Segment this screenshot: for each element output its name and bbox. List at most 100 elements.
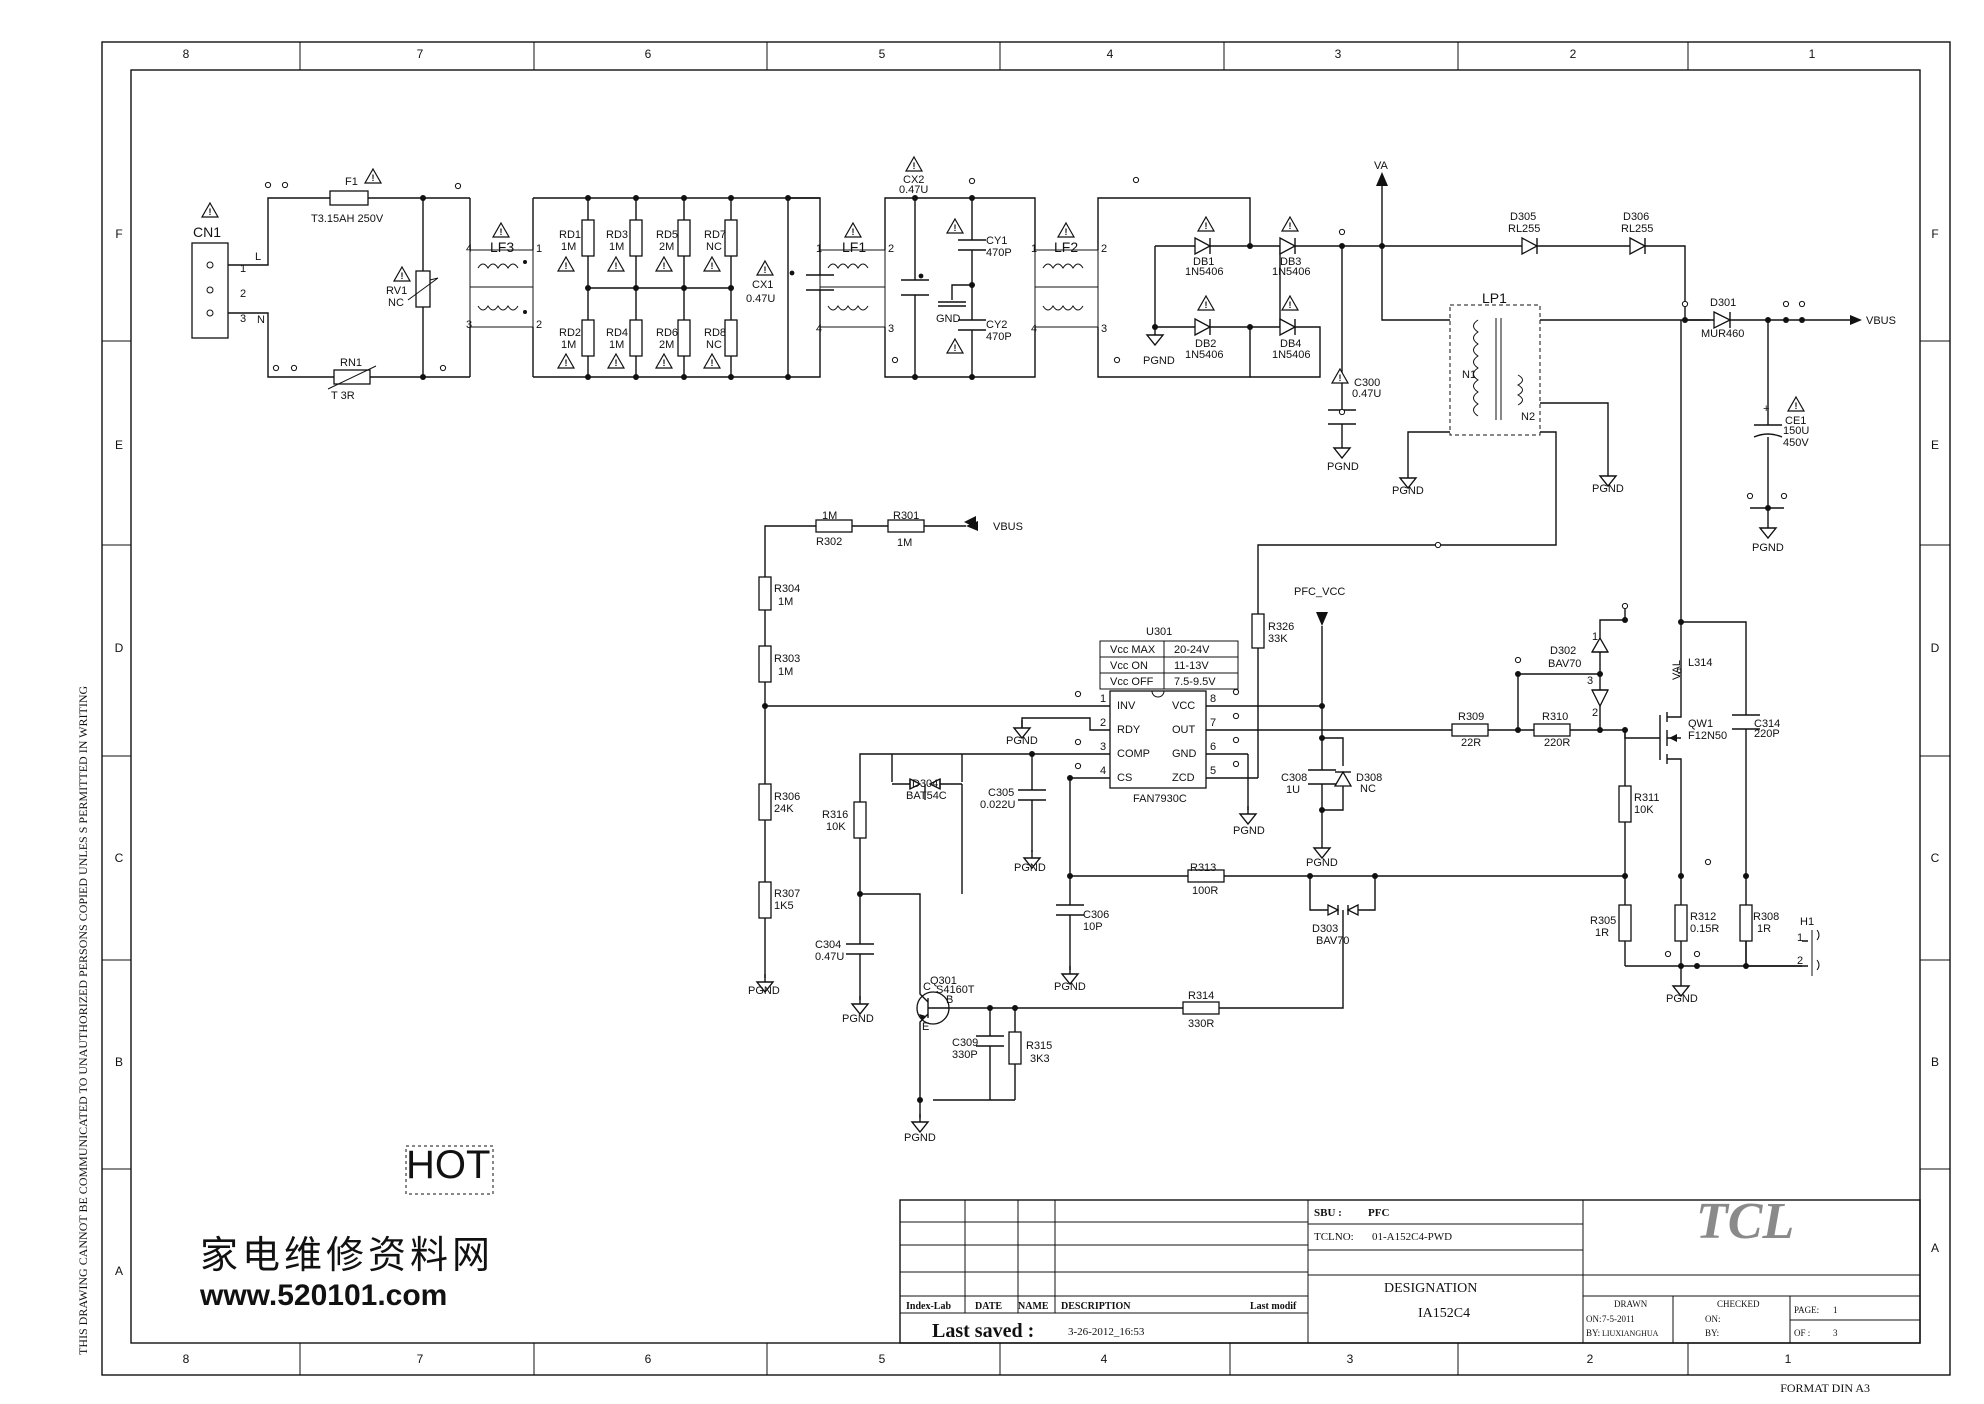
f1-label: F1 [345, 176, 358, 188]
lp1-label: LP1 [1482, 290, 1507, 306]
resistor-r314[interactable] [1182, 1001, 1220, 1015]
neutral-label: N [257, 314, 265, 326]
l314-label: L314 [1688, 657, 1712, 669]
svg-text:+: + [1763, 403, 1769, 415]
choke-lf2[interactable] [1034, 249, 1099, 328]
ic-pin-2: 2 [1100, 717, 1106, 729]
drawing-frame: 8 7 6 5 4 3 2 1 8 7 6 5 4 3 2 1 F E D C … [76, 41, 1951, 1395]
resistor-r306[interactable] [758, 783, 772, 821]
qw1-value: F12N50 [1688, 730, 1727, 742]
resistor-r326[interactable] [1251, 613, 1265, 649]
resistor-r310[interactable] [1533, 723, 1571, 737]
resistor-rd2[interactable] [581, 319, 595, 357]
r314-value: 330R [1188, 1018, 1214, 1030]
resistor-rd7[interactable] [724, 219, 738, 257]
d302-pin-2: 2 [1592, 707, 1598, 719]
resistor-r316[interactable] [853, 801, 867, 839]
q301-pin-e: E [922, 1021, 929, 1033]
resistor-r307[interactable] [758, 881, 772, 919]
c308-label: C308 [1281, 772, 1307, 784]
cn1-label: CN1 [193, 224, 221, 240]
d308-value: NC [1360, 783, 1376, 795]
resistor-r308[interactable] [1739, 904, 1753, 942]
c300-label: C300 [1354, 377, 1380, 389]
pgnd-q301: PGND [904, 1132, 936, 1144]
pgnd-rdy: PGND [1006, 735, 1038, 747]
pfc-power-stage: C300 0.47U PGND VA D305 RL255 D306 RL255… [1257, 160, 1896, 610]
zone-right-F: F [1931, 227, 1938, 241]
zone-right-A: A [1931, 1241, 1939, 1255]
lf2-pin-2: 2 [1101, 243, 1107, 255]
db2-value: 1N5406 [1185, 349, 1224, 361]
vcc-off-value: 7.5-9.5V [1174, 676, 1216, 688]
bridge-rectifier: DB1 1N5406 DB3 1N5406 DB2 1N5406 DB4 1N5… [1097, 176, 1382, 378]
col-last-modif: Last modif [1250, 1301, 1297, 1312]
ce1-value-2: 450V [1783, 437, 1809, 449]
qw1-label: QW1 [1688, 718, 1713, 730]
d302-value: BAV70 [1548, 658, 1581, 670]
fuse-f1[interactable] [329, 190, 369, 206]
rd5-value: 2M [659, 241, 674, 253]
choke-lf3[interactable] [469, 249, 534, 328]
resistor-r313[interactable] [1187, 869, 1225, 883]
resistor-r302[interactable] [815, 519, 853, 533]
r312-label: R312 [1690, 911, 1716, 923]
ic-pin-gnd: GND [1172, 748, 1197, 760]
col-description: DESCRIPTION [1061, 1301, 1131, 1312]
resistor-rd1[interactable] [581, 219, 595, 257]
ic-pin-7: 7 [1210, 717, 1216, 729]
resistor-r303[interactable] [758, 645, 772, 683]
transformer-lp1[interactable] [1449, 304, 1541, 436]
db4-value: 1N5406 [1272, 349, 1311, 361]
resistor-r301[interactable] [887, 519, 925, 533]
resistor-r304[interactable] [758, 576, 772, 611]
cx1-value: 0.47U [746, 293, 775, 305]
db4-label: DB4 [1280, 338, 1301, 350]
c308-value: 1U [1286, 784, 1300, 796]
zone-left-E: E [115, 438, 123, 452]
pgnd-c304: PGND [842, 1013, 874, 1025]
input-filter-section: CN1 1 2 3 L N F1 T3.15AH 250V RN1 T 3R R… [191, 156, 1107, 402]
zone-top-6: 6 [645, 47, 652, 61]
c309-label: C309 [952, 1037, 978, 1049]
r326-label: R326 [1268, 621, 1294, 633]
drawn-label: DRAWN [1614, 1299, 1648, 1309]
lf3-pin-3: 3 [466, 319, 472, 331]
zone-top-3: 3 [1335, 47, 1342, 61]
resistor-rd5[interactable] [677, 219, 691, 257]
zone-left-D: D [115, 641, 124, 655]
resistor-r305[interactable] [1618, 904, 1632, 942]
resistor-r312[interactable] [1674, 904, 1688, 942]
cy2-label: CY2 [986, 319, 1007, 331]
resistor-r315[interactable] [1008, 1031, 1022, 1065]
h1-label: H1 [1800, 916, 1814, 928]
resistor-r311[interactable] [1618, 785, 1632, 823]
resistor-rd4[interactable] [629, 319, 643, 357]
choke-lf1[interactable] [819, 249, 886, 328]
col-date: DATE [975, 1301, 1002, 1312]
resistor-rd6[interactable] [677, 319, 691, 357]
vbus-output-label: VBUS [1866, 315, 1896, 327]
resistor-rd3[interactable] [629, 219, 643, 257]
last-saved-label: Last saved : [932, 1320, 1034, 1342]
f1-value: T3.15AH 250V [311, 213, 384, 225]
u301-part: FAN7930C [1133, 793, 1187, 805]
d301-value: MUR460 [1701, 328, 1744, 340]
r310-value: 220R [1544, 737, 1570, 749]
zone-top-7: 7 [417, 47, 424, 61]
c314-label: C314 [1754, 718, 1780, 730]
lf2-pin-1: 1 [1031, 243, 1037, 255]
resistor-r309[interactable] [1451, 723, 1489, 737]
q301-label: Q301 [930, 975, 957, 987]
ic-u301[interactable] [1109, 690, 1207, 789]
lf2-pin-4: 4 [1031, 323, 1037, 335]
q301-pin-b: B [946, 994, 953, 1006]
db2-label: DB2 [1195, 338, 1216, 350]
zone-bottom-3: 3 [1347, 1352, 1354, 1366]
col-name: NAME [1018, 1301, 1049, 1312]
resistor-rd8[interactable] [724, 319, 738, 357]
db3-label: DB3 [1280, 256, 1301, 268]
vcc-off-label: Vcc OFF [1110, 676, 1154, 688]
r301-label: R301 [893, 510, 919, 522]
drawn-by-value: LIUXIANGHUA [1602, 1329, 1659, 1338]
